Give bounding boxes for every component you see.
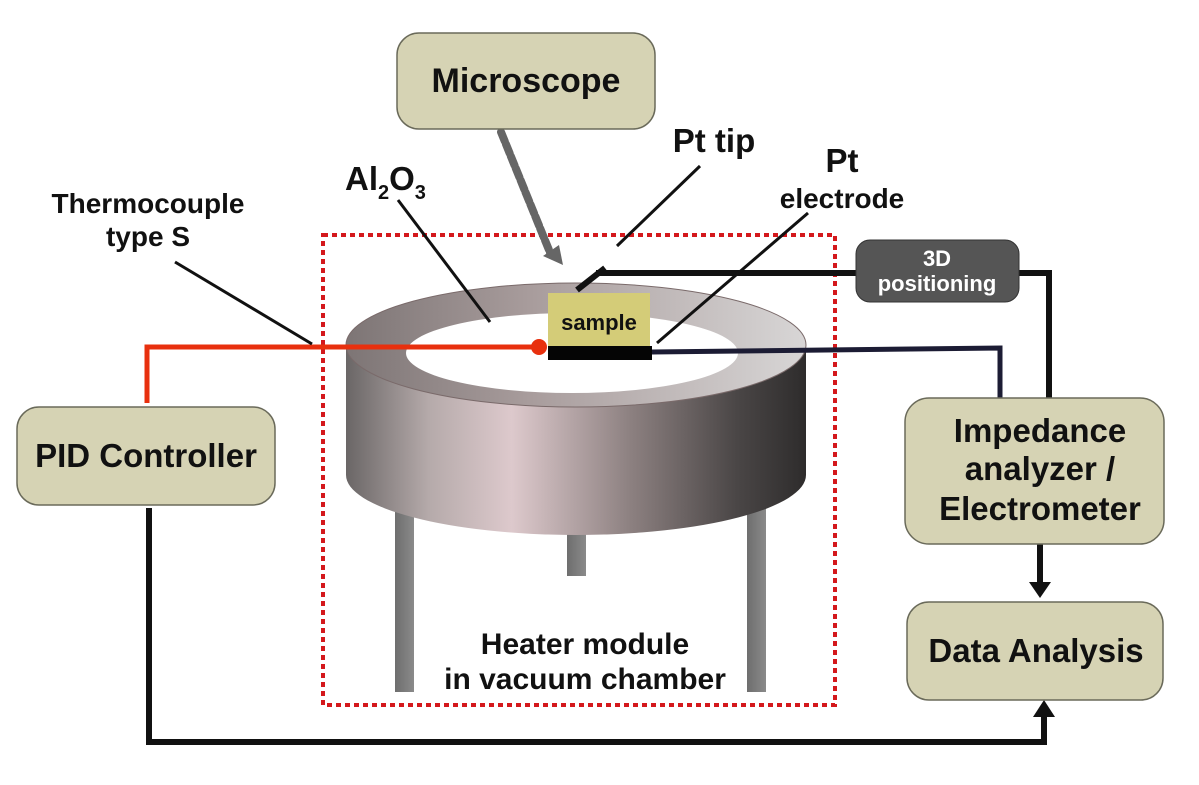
thermocouple-label-line1: Thermocouple bbox=[52, 188, 245, 219]
positioning-box bbox=[855, 239, 1020, 303]
thermocouple-label-line2: type S bbox=[106, 221, 190, 252]
data-analysis-label: Data Analysis bbox=[928, 632, 1143, 669]
microscope-label: Microscope bbox=[432, 62, 621, 100]
heater-leg-middle bbox=[567, 525, 586, 576]
microscope-beam-arrowhead bbox=[543, 245, 563, 265]
heater-leg-right bbox=[747, 505, 766, 692]
data-analysis-bottom-arrowhead bbox=[1033, 700, 1055, 717]
microscope-box bbox=[396, 32, 656, 130]
thermocouple-wire bbox=[144, 344, 540, 403]
electrode-wire bbox=[651, 345, 1003, 398]
positioning-label-line2: positioning bbox=[878, 271, 997, 296]
data-analysis-box bbox=[906, 601, 1164, 701]
impedance-label-line2: analyzer / bbox=[965, 450, 1115, 487]
pt-tip-label: Pt tip bbox=[673, 122, 755, 159]
thermocouple-junction bbox=[531, 339, 547, 355]
vacuum-chamber-frame bbox=[321, 233, 837, 707]
pt-electrode-label-line2: electrode bbox=[780, 183, 905, 214]
heater-leg-left bbox=[395, 505, 414, 692]
al2o3-label: Al2O3 bbox=[345, 160, 426, 204]
microscope-beam bbox=[497, 128, 555, 259]
pt-electrode-label-line1: Pt bbox=[826, 142, 859, 179]
pt-electrode-pointer bbox=[656, 211, 809, 345]
analyzer-to-data-arrowhead bbox=[1029, 582, 1051, 598]
pt-tip-needle bbox=[575, 265, 607, 293]
heater-label-line1: Heater module bbox=[481, 628, 689, 661]
heater-label-line2: in vacuum chamber bbox=[444, 663, 726, 696]
sample-label: sample bbox=[561, 310, 637, 335]
pid-controller-box bbox=[16, 406, 276, 506]
pid-controller-label: PID Controller bbox=[35, 437, 257, 474]
impedance-analyzer-box bbox=[904, 397, 1165, 545]
sample-block bbox=[548, 293, 650, 346]
pt-tip-pointer bbox=[615, 164, 702, 248]
al2o3-pointer bbox=[396, 199, 492, 323]
thermocouple-pointer bbox=[174, 260, 313, 346]
pt-electrode-plate bbox=[548, 346, 652, 360]
pt-tip-wire bbox=[596, 270, 1052, 398]
impedance-label-line1: Impedance bbox=[954, 412, 1126, 449]
impedance-label-line3: Electrometer bbox=[939, 490, 1141, 527]
positioning-label-line1: 3D bbox=[923, 246, 951, 271]
pid-loop-wire bbox=[146, 508, 1047, 745]
